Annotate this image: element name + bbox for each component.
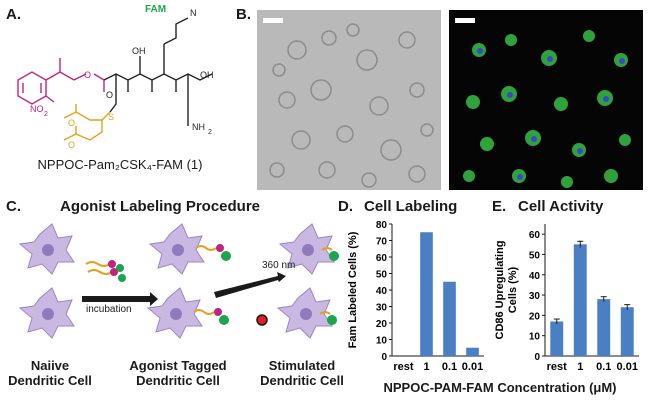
stage-naive-line2: Dendritic Cell (8, 373, 92, 388)
chemical-structure: NO 2 O O S O O OH NH 2 OH N (17, 8, 214, 150)
fluorescence-image (449, 10, 643, 190)
y-tick-label: 0 (381, 352, 387, 363)
bar (420, 232, 433, 356)
y-axis-label: CD86 UpregulatingCells (%) (495, 240, 519, 339)
x-tick-label: 1 (577, 361, 583, 373)
svg-text:2: 2 (44, 111, 48, 118)
stage-stimulated-line2: Dendritic Cell (260, 373, 344, 388)
x-tick-label: 0.1 (596, 361, 611, 373)
incubation-label: incubation (86, 304, 132, 315)
y-tick-label: 80 (376, 220, 388, 231)
y-tick-label: 40 (376, 286, 388, 297)
svg-text:O: O (68, 118, 75, 128)
x-tick-label: 1 (423, 361, 429, 373)
y-tick-label: 40 (529, 271, 541, 282)
x-tick-label: 0.01 (462, 361, 483, 373)
x-tick-label: 0.01 (617, 361, 638, 373)
y-tick-label: 30 (376, 303, 388, 314)
panel-e-title: Cell Activity (518, 198, 604, 215)
y-tick-label: 30 (529, 291, 541, 302)
panel-b-label: B. (236, 6, 251, 23)
brightfield-image (257, 10, 441, 190)
bar (597, 299, 611, 356)
stage-stimulated-caption: Stimulated Dendritic Cell (252, 358, 352, 388)
y-tick-label: 50 (529, 250, 541, 261)
panel-d-label: D. (338, 198, 353, 215)
panel-e-label: E. (492, 198, 507, 215)
svg-text:O: O (106, 90, 113, 100)
panel-c-title: Agonist Labeling Procedure (60, 198, 261, 215)
svg-text:OH: OH (132, 46, 146, 56)
wavelength-label: 360 nm (262, 260, 296, 271)
bar (620, 307, 634, 356)
y-tick-label: 20 (529, 311, 541, 322)
bar (550, 321, 564, 356)
x-tick-label: 0.1 (442, 361, 457, 373)
panel-c-label: C. (6, 198, 21, 215)
svg-text:NH: NH (192, 122, 205, 132)
fam-tag: FAM (145, 4, 167, 15)
y-axis-label-line1: CD86 Upregulating (495, 240, 506, 339)
svg-text:O: O (84, 70, 91, 80)
shared-x-axis-label: NPPOC-PAM-FAM Concentration (μM) (383, 380, 617, 395)
y-tick-label: 0 (534, 352, 540, 363)
stage-tagged-caption: Agonist Tagged Dendritic Cell (118, 358, 238, 388)
y-tick-label: 70 (376, 237, 388, 248)
stage-naive-line1: Naiive (30, 358, 70, 373)
panel-d-title: Cell Labeling (364, 198, 458, 215)
labeling-diagram (18, 223, 339, 339)
y-tick-label: 60 (529, 230, 541, 241)
panel-a-label: A. (6, 6, 21, 23)
y-tick-label: 20 (376, 319, 388, 330)
y-tick-label: 10 (376, 336, 388, 347)
y-tick-label: 60 (376, 253, 388, 264)
svg-text:N: N (190, 8, 197, 18)
y-axis-label: Fam Labeled Cells (%) (347, 231, 359, 348)
stage-tagged-line1: Agonist Tagged (129, 358, 227, 373)
x-tick-label: rest (547, 361, 568, 373)
bar (573, 244, 587, 356)
y-tick-label: 50 (376, 270, 388, 281)
svg-text:S: S (108, 112, 114, 122)
x-tick-label: rest (393, 361, 414, 373)
y-axis-label-line2: Cells (%) (507, 266, 519, 313)
stage-stimulated-line1: Stimulated (268, 358, 336, 373)
stage-naive-caption: Naiive Dendritic Cell (0, 358, 100, 388)
svg-text:O: O (68, 140, 75, 150)
bar (466, 347, 479, 356)
y-tick-label: 10 (529, 332, 541, 343)
svg-text:2: 2 (208, 129, 212, 136)
compound-caption: NPPOC-Pam₂CSK₄-FAM (1) (37, 157, 203, 172)
stage-tagged-line2: Dendritic Cell (136, 373, 220, 388)
svg-text:NO: NO (30, 104, 44, 114)
bar (443, 281, 456, 356)
svg-text:OH: OH (200, 70, 214, 80)
